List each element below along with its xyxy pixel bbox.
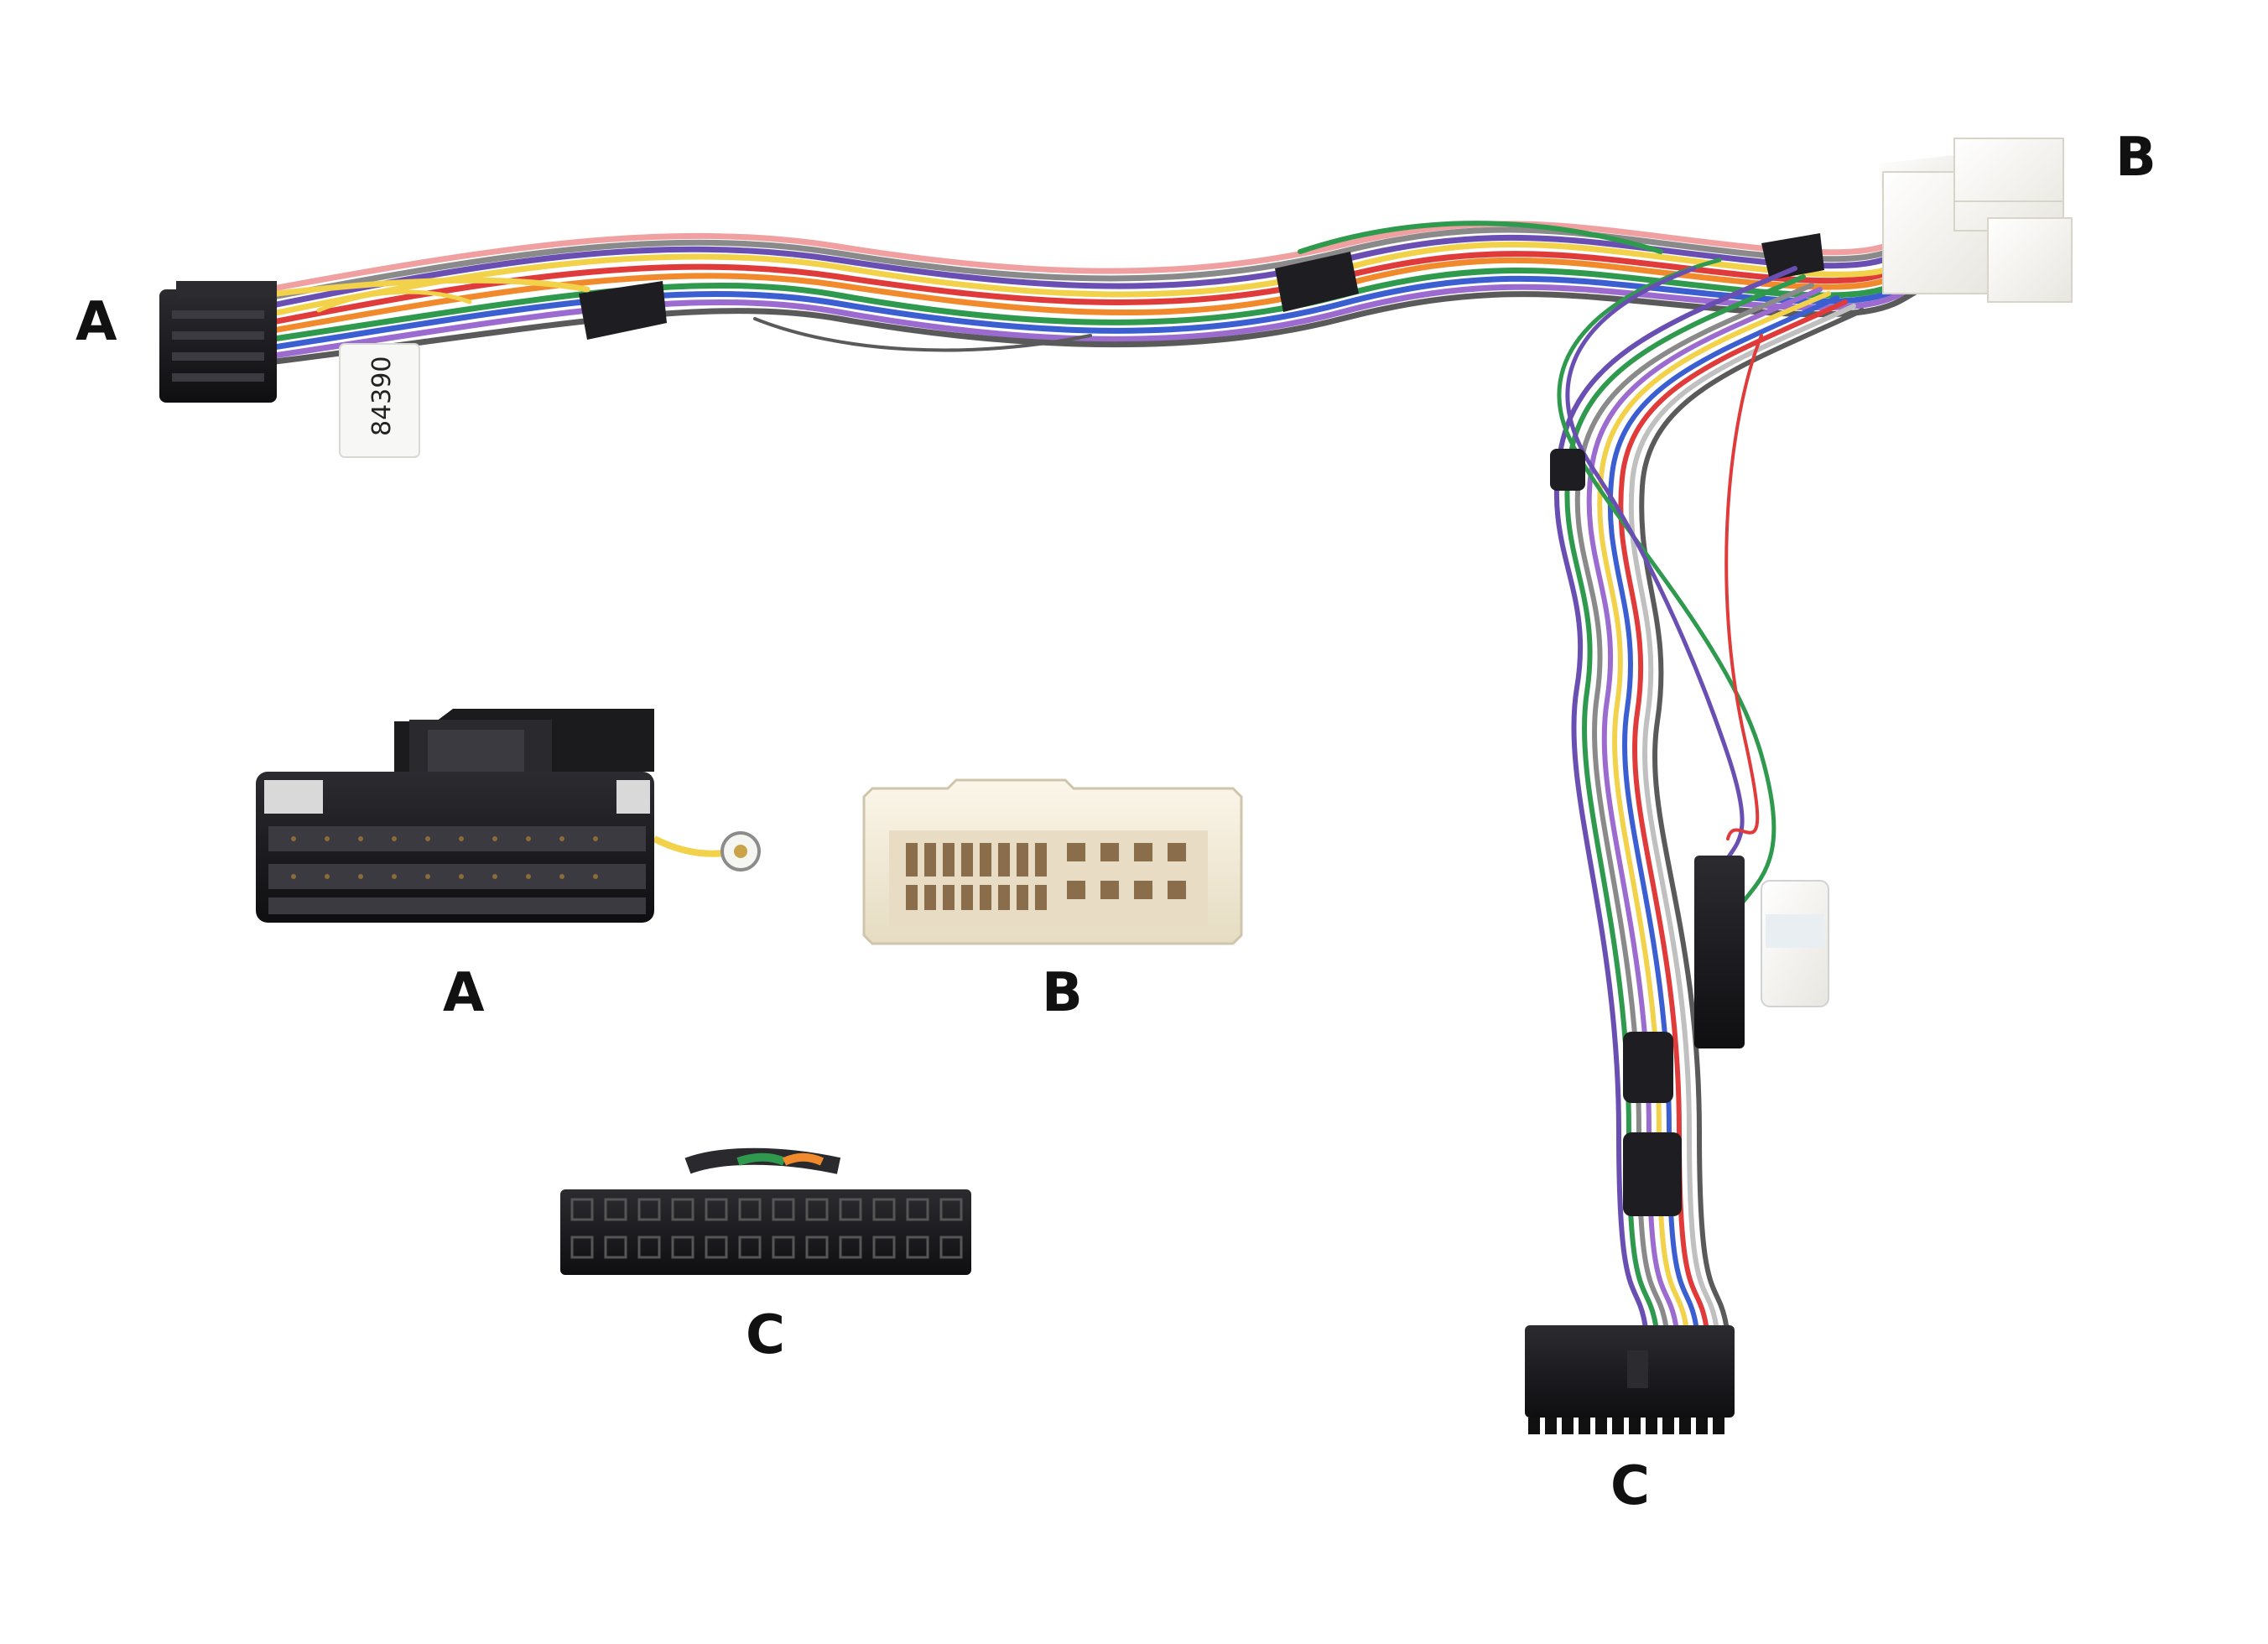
part-number-tag: 84390 [339, 343, 420, 458]
part-number-text: 84390 [367, 356, 397, 436]
label-connector-c: C [1610, 1455, 1650, 1517]
connector-b-main [1879, 138, 2073, 303]
branch-wire-bundle [1553, 258, 1865, 1361]
label-detail-b: B [1042, 962, 1083, 1024]
tape-wraps-branch [1550, 449, 1682, 1216]
label-connector-a: A [75, 291, 117, 353]
label-detail-c: C [746, 1304, 785, 1366]
connector-c-detail [560, 1147, 971, 1275]
connector-a-detail [256, 709, 761, 923]
connector-b-detail [862, 778, 1243, 945]
connector-a-main [159, 281, 277, 403]
connector-c-main [1525, 1325, 1735, 1434]
tape-wraps-main [579, 233, 1824, 340]
label-connector-b: B [2115, 127, 2156, 189]
label-detail-a: A [443, 962, 485, 1024]
side-connector [1694, 856, 1829, 1048]
